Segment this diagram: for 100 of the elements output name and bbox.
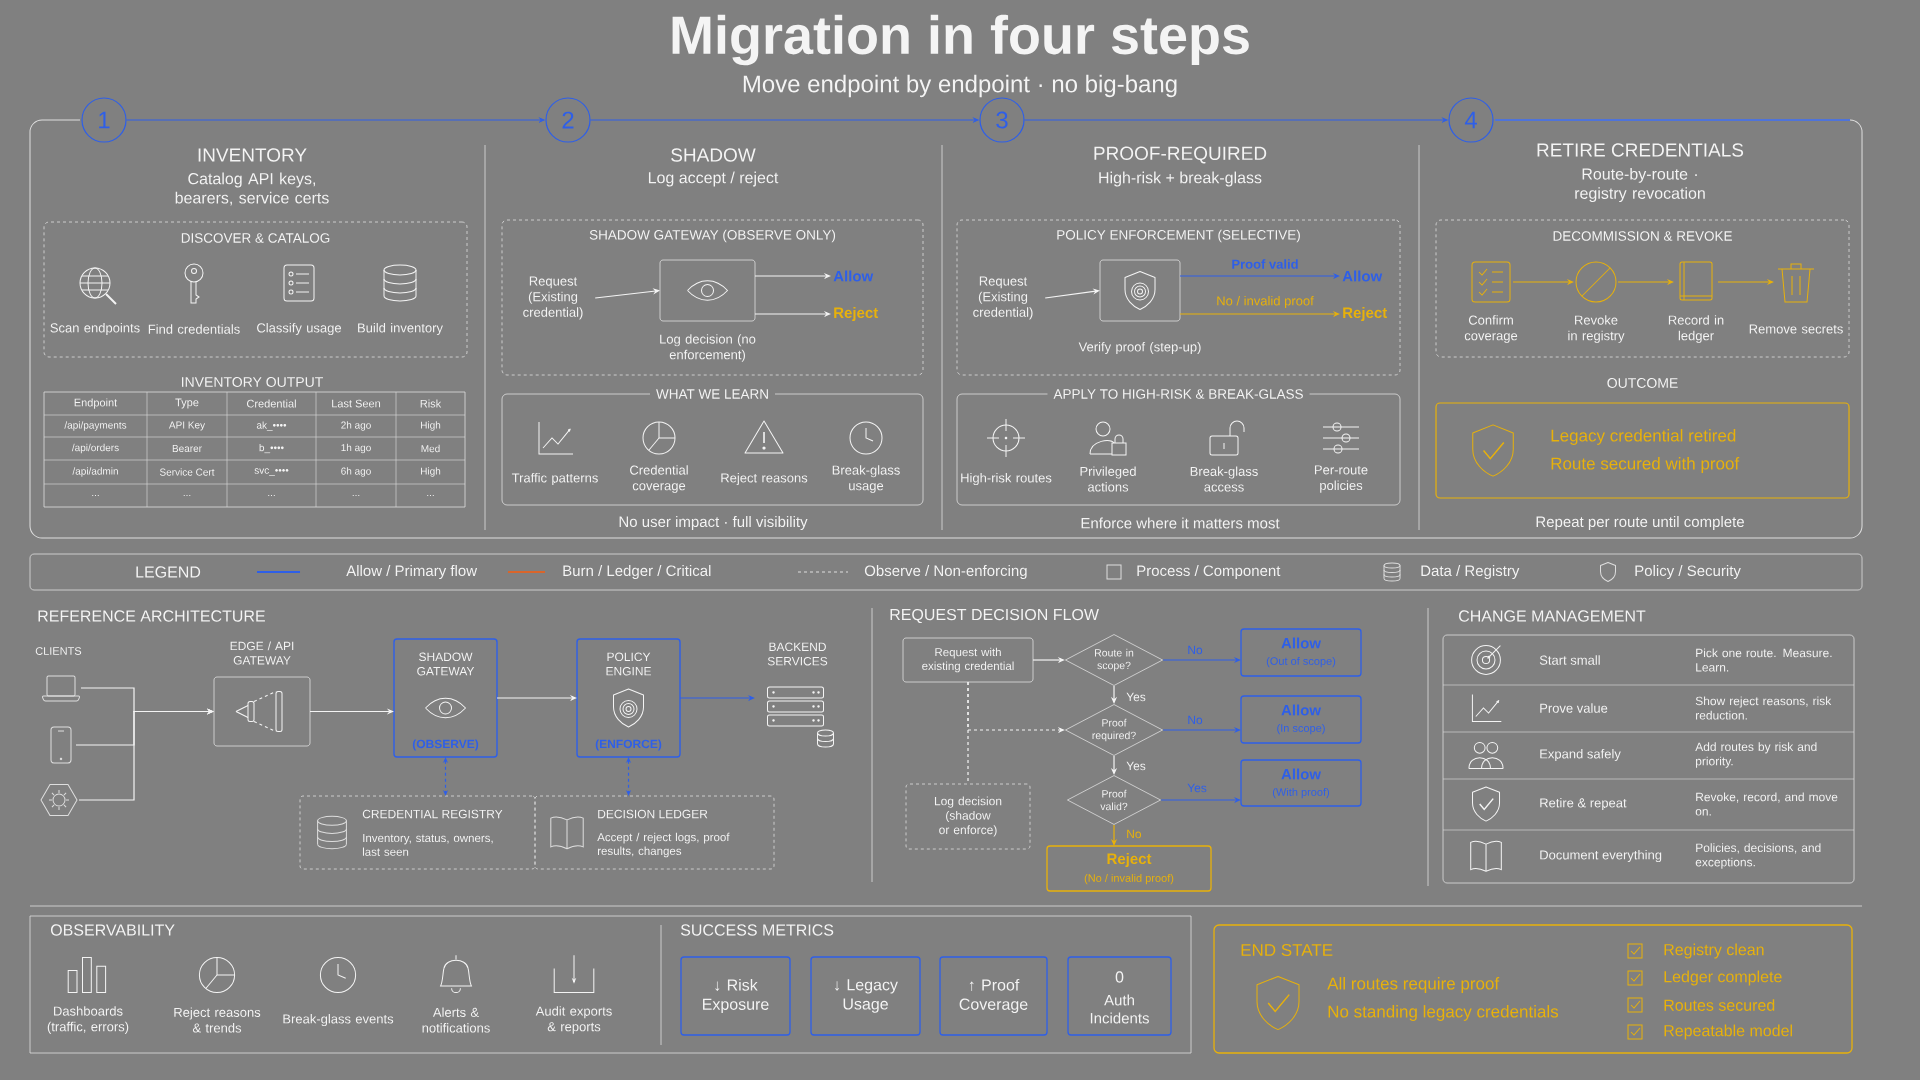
- item-caption: Find credentials: [148, 324, 240, 334]
- subtitle: Move endpoint by endpoint · no big-bang: [743, 74, 1177, 98]
- laptop-icon: [41, 675, 81, 702]
- title: Migration in four steps: [672, 14, 1249, 66]
- table-cell: API Key: [168, 421, 206, 431]
- column-header: Credential: [247, 399, 296, 408]
- table-cell: ...: [427, 495, 434, 497]
- table-cell: /api/payments: [64, 421, 127, 431]
- store-box: DECISION LEDGER Accept / reject logs, proof results, changes: [534, 795, 775, 870]
- table-cell: 2h ago: [341, 421, 371, 431]
- item-caption: Scan endpoints: [50, 322, 140, 336]
- item-caption: Break-glass access: [1190, 466, 1258, 492]
- table-cell: /api/admin: [72, 467, 118, 477]
- node-label: Verify proof (step-up): [1078, 341, 1201, 355]
- column-header: Last Seen: [332, 399, 381, 408]
- item-caption: Traffic patterns: [511, 472, 598, 486]
- table-cell: 1h ago: [341, 443, 371, 454]
- arrow: [594, 288, 660, 299]
- section-heading: SUCCESS METRICS: [680, 924, 834, 936]
- step-number: 3: [979, 97, 1025, 143]
- table-cell: ak_••••: [256, 421, 287, 431]
- item-caption: Build inventory: [358, 322, 443, 336]
- item-caption: Dashboards (traffic, errors): [47, 1006, 129, 1034]
- item-caption: Alerts & notifications: [422, 1007, 490, 1033]
- step-number: 1: [81, 97, 127, 143]
- item-caption: Reject reasons: [721, 472, 808, 486]
- row-description: Policies, decisions, and exceptions.: [1695, 843, 1821, 869]
- process-box: Request with existing credential: [902, 637, 1034, 683]
- node-label: Record in ledger: [1668, 315, 1724, 343]
- section-heading: REQUEST DECISION FLOW: [890, 608, 1099, 624]
- node-label: EDGE / API GATEWAY: [230, 641, 294, 665]
- step-subtitle: Catalog API keys, bearers, service certs: [175, 172, 329, 206]
- result-box: Allow (Out of scope): [1240, 628, 1362, 677]
- row-title: Prove value: [1540, 703, 1608, 713]
- metric-box: ↓ Risk Exposure: [680, 956, 791, 1036]
- request-text: Request (Existing credential): [523, 276, 583, 320]
- column-header: Endpoint: [74, 398, 118, 409]
- section-heading: CHANGE MANAGEMENT: [1459, 610, 1646, 622]
- column-header: Type: [175, 398, 199, 409]
- arrow: [625, 757, 632, 796]
- row-title: Document everything: [1540, 849, 1662, 863]
- process-box: Log decision (no enforcement): [659, 259, 756, 362]
- table-cell: High: [421, 467, 441, 477]
- gear-icon: [40, 783, 78, 817]
- legend-label: Process / Component: [1137, 565, 1281, 579]
- outcome-text: Reject: [1343, 307, 1388, 321]
- table-cell: ...: [183, 495, 191, 497]
- table-cell: b_••••: [259, 443, 284, 454]
- outcome-text: Reject: [834, 307, 879, 321]
- table-cell: 6h ago: [341, 467, 371, 477]
- row-description: Show reject reasons, risk reduction.: [1695, 696, 1832, 720]
- step-heading: INVENTORY: [198, 148, 307, 162]
- step-item: Record in ledger: [1668, 261, 1724, 343]
- node-label: Confirm coverage: [1464, 315, 1518, 343]
- step-item: Revoke in registry: [1568, 261, 1625, 343]
- arrow: [442, 757, 449, 796]
- outcome-text: Allow: [833, 270, 874, 282]
- step-subtitle: Log accept / reject: [648, 171, 779, 187]
- step-heading: PROOF-REQUIRED: [1094, 146, 1267, 164]
- column-header: Risk: [420, 399, 442, 408]
- row-title: Expand safely: [1540, 748, 1621, 762]
- edge-label: Proof valid: [1229, 257, 1301, 271]
- table-cell: Service Cert: [159, 468, 215, 476]
- table-title: INVENTORY OUTPUT: [182, 377, 323, 387]
- table-cell: ...: [92, 495, 99, 497]
- item-caption: Reject reasons & trends: [174, 1007, 261, 1033]
- backend-services: BACKEND SERVICES: [767, 642, 834, 748]
- request-text: Request (Existing credential): [973, 276, 1033, 320]
- node-label: OUTCOME: [1607, 378, 1678, 388]
- item-caption: Break-glass events: [283, 1013, 394, 1027]
- node-label: Revoke in registry: [1568, 315, 1625, 343]
- item-caption: Break-glass usage: [832, 465, 900, 493]
- legend-label: Observe / Non-enforcing: [864, 565, 1027, 579]
- step-heading: SHADOW: [671, 148, 756, 162]
- store-box: CREDENTIAL REGISTRY Inventory, status, owners, last seen: [299, 795, 536, 870]
- step-number: 2: [545, 97, 591, 143]
- legend-label: Burn / Ledger / Critical: [563, 565, 711, 579]
- item-caption: Audit exports & reports: [535, 1006, 612, 1034]
- table-cell: Bearer: [172, 445, 202, 452]
- metric-box: ↓ Legacy Usage: [810, 956, 921, 1036]
- table-cell: High: [421, 421, 441, 431]
- row-title: Retire & repeat: [1540, 797, 1627, 811]
- phone-icon: [50, 726, 72, 764]
- component-box: POLICY ENGINE (ENFORCE): [576, 638, 681, 758]
- legend-label: Allow / Primary flow: [346, 565, 478, 579]
- legend-label: Policy / Security: [1635, 565, 1741, 579]
- item-caption: High-risk routes: [961, 472, 1052, 486]
- process-box: Verify proof (step-up): [1078, 259, 1201, 355]
- result-box: Allow (With proof): [1240, 759, 1362, 807]
- legend-title: LEGEND: [136, 566, 201, 578]
- section-heading: REFERENCE ARCHITECTURE: [38, 610, 265, 622]
- result-box: Allow (In scope): [1240, 695, 1362, 744]
- row-title: Start small: [1539, 655, 1600, 665]
- arrow: [1044, 288, 1100, 299]
- item-caption: Privileged actions: [1080, 466, 1136, 492]
- table-cell: ...: [268, 495, 275, 497]
- table-cell: Med: [421, 444, 440, 453]
- row-description: Pick one route. Measure. Learn.: [1696, 648, 1832, 672]
- legend-label: Data / Registry: [1421, 565, 1520, 579]
- footer-note: Repeat per route until complete: [1536, 516, 1744, 530]
